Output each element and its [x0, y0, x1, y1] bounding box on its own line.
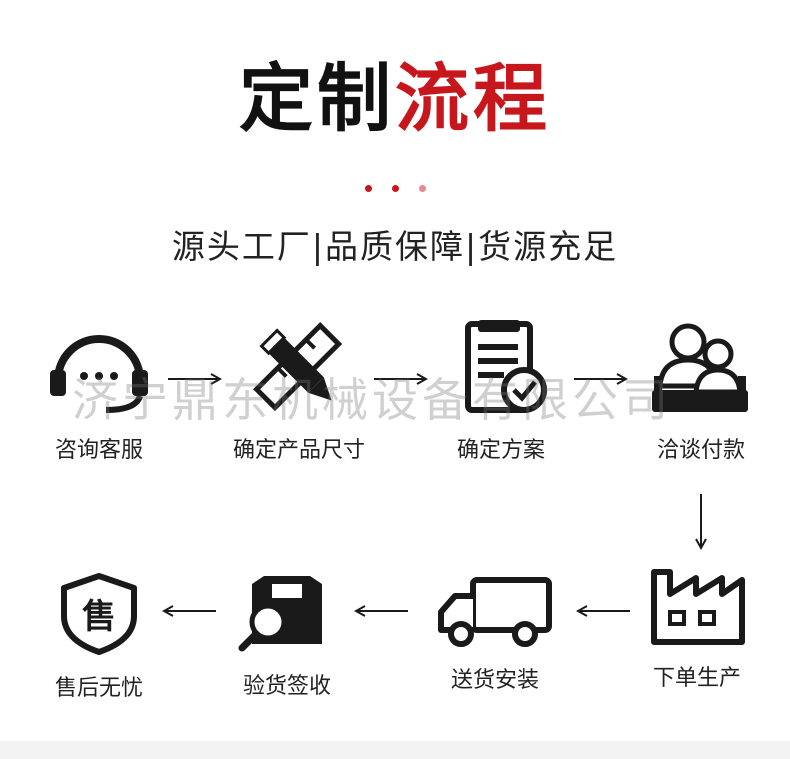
arrow-left-icon	[354, 605, 408, 617]
step-after-sales: 售 售后无忧	[14, 572, 184, 702]
arrow-right-icon	[574, 373, 628, 385]
step-label: 下单生产	[652, 666, 741, 691]
dot	[418, 185, 426, 192]
step-label: 验货签收	[242, 674, 331, 699]
truck-icon	[438, 577, 552, 647]
headset-icon	[50, 335, 148, 413]
arrow-right-icon	[168, 373, 222, 385]
step-production: 下单生产	[612, 566, 782, 692]
step-payment: 洽谈付款	[616, 318, 786, 464]
shield-icon: 售	[61, 573, 137, 655]
step-label: 咨询客服	[54, 438, 143, 463]
step-size: 确定产品尺寸	[214, 318, 384, 464]
title-part-black: 定制	[239, 56, 395, 142]
title-dots	[0, 177, 790, 196]
arrow-left-icon	[576, 605, 630, 617]
title-part-red: 流程	[395, 56, 551, 142]
arrow-down-icon	[695, 494, 707, 550]
box-inspect-icon	[238, 576, 322, 652]
arrow-right-icon	[374, 373, 428, 385]
step-plan: 确定方案	[416, 318, 586, 464]
negotiation-icon	[652, 323, 748, 412]
step-delivery: 送货安装	[410, 576, 580, 694]
factory-icon	[651, 569, 745, 645]
step-inspection: 验货签收	[202, 572, 372, 700]
bottom-bar	[0, 741, 790, 759]
shield-badge-char: 售	[82, 597, 116, 637]
dot	[391, 185, 399, 192]
step-label: 洽谈付款	[656, 438, 745, 463]
ruler-pencil-icon	[253, 322, 343, 412]
dot	[364, 185, 372, 192]
step-label: 送货安装	[450, 668, 539, 693]
step-label: 售后无忧	[54, 676, 143, 701]
step-consult: 咨询客服	[14, 318, 184, 464]
subtitle: 源头工厂|品质保障|货源充足	[171, 227, 619, 266]
page-title: 定制流程	[0, 62, 790, 136]
step-label: 确定产品尺寸	[232, 438, 365, 463]
step-label: 确定方案	[456, 438, 545, 463]
document-check-icon	[465, 320, 547, 413]
arrow-left-icon	[162, 605, 216, 617]
